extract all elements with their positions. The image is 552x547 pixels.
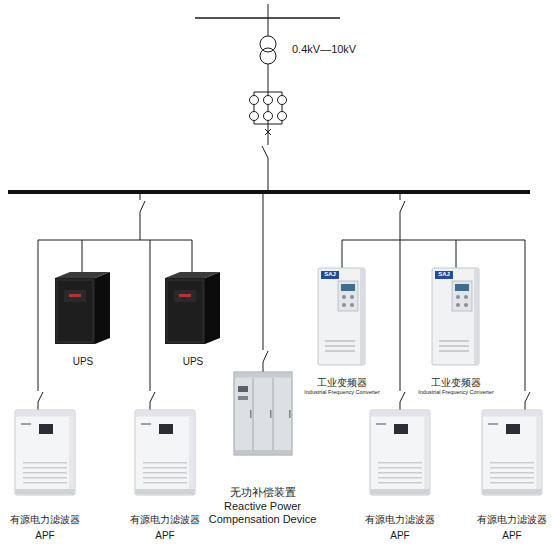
- brand-logo: SAJ: [321, 271, 339, 278]
- voltage-label: 0.4kV—10kV: [292, 43, 356, 56]
- compensation-node: 无功补偿装置Reactive Power Compensation Device: [200, 368, 325, 526]
- cabinet-handle: [250, 410, 252, 418]
- ups-node: UPS: [52, 270, 114, 368]
- wire: [82, 240, 83, 272]
- ups-illustration: [165, 272, 220, 344]
- wire: [268, 124, 269, 145]
- wiring: [8, 4, 530, 410]
- cabinet-plinth: [235, 450, 292, 455]
- breaker-cross: [265, 129, 271, 135]
- wire: [342, 240, 343, 268]
- drawout-contact: [250, 96, 259, 105]
- cabinet-handle: [289, 410, 291, 418]
- transformer-winding: [260, 48, 276, 64]
- device-subtitle: APF: [35, 530, 54, 542]
- converter-illustration: [318, 268, 365, 365]
- device-subtitle: APF: [155, 530, 174, 542]
- wire: [268, 64, 269, 92]
- device-subtitle: APF: [390, 530, 409, 542]
- wire: [263, 194, 264, 350]
- brand-logo: SAJ: [435, 271, 453, 278]
- drawout-contact: [264, 96, 273, 105]
- switch-blade: [150, 392, 155, 402]
- device-label: 无功补偿装置: [230, 486, 296, 499]
- wire: [400, 402, 401, 410]
- breaker-cross: [265, 129, 271, 135]
- wire: [400, 240, 401, 391]
- apf-illustration: [370, 410, 430, 495]
- apf-node: 有源电力滤波器 APF: [5, 405, 85, 542]
- device-subtitle: APF: [502, 530, 521, 542]
- apf-node: 有源电力滤波器 APF: [360, 405, 440, 542]
- apf-illustration: [482, 410, 542, 495]
- wire: [263, 362, 264, 372]
- drawout-contact: [250, 112, 259, 121]
- wire: [38, 402, 39, 410]
- cabinet-meter: [238, 396, 248, 400]
- cabinet-door-seam: [253, 378, 254, 455]
- wire: [38, 240, 39, 391]
- cabinet-top: [235, 373, 292, 378]
- device-label: 有源电力滤波器: [130, 514, 200, 526]
- wire: [268, 4, 269, 36]
- cabinet-door-seam: [273, 378, 274, 455]
- device-label: 工业变频器: [431, 377, 481, 389]
- switch-blade: [140, 201, 145, 212]
- wire: [192, 240, 193, 272]
- device-label: 有源电力滤波器: [477, 514, 547, 526]
- compensation-cabinet: [234, 372, 292, 455]
- drawout-contact: [278, 96, 287, 105]
- wire: [150, 402, 151, 410]
- main-bus: [8, 190, 530, 194]
- branch-bus: [342, 240, 525, 241]
- switch-blade: [525, 392, 530, 402]
- cabinet-body: [234, 372, 292, 455]
- device-label: UPS: [73, 356, 94, 368]
- converter-illustration: [432, 268, 479, 365]
- wire: [525, 240, 526, 391]
- device-label: 有源电力滤波器: [10, 514, 80, 526]
- apf-node: 有源电力滤波器 APF: [472, 405, 552, 542]
- ups-illustration: [55, 272, 110, 344]
- apf-illustration: [135, 410, 195, 495]
- transformer-winding: [260, 36, 276, 52]
- wire: [400, 212, 401, 240]
- apf-node: 有源电力滤波器 APF: [125, 405, 205, 542]
- switch-blade: [38, 392, 43, 402]
- wire: [400, 194, 401, 200]
- drawout-contact: [278, 112, 287, 121]
- converter-node: 工业变频器Industrial Frequency Converter: [295, 264, 389, 396]
- device-subtitle: Industrial Frequency Converter: [304, 389, 380, 396]
- wire: [140, 194, 141, 200]
- device-label: 有源电力滤波器: [365, 514, 435, 526]
- wire: [525, 402, 526, 410]
- drawout-contact: [264, 112, 273, 121]
- wire: [268, 158, 269, 190]
- switch-blade: [263, 351, 268, 362]
- wire: [456, 240, 457, 268]
- cabinet-handle: [270, 410, 272, 418]
- wire: [150, 240, 151, 391]
- switch-blade: [262, 146, 268, 158]
- branch-bus: [38, 240, 192, 241]
- device-subtitle: Industrial Frequency Converter: [418, 389, 494, 396]
- device-subtitle: Reactive Power Compensation Device: [200, 500, 325, 526]
- converter-node: 工业变频器Industrial Frequency Converter: [409, 264, 503, 396]
- switch-blade: [400, 392, 405, 402]
- device-label: UPS: [183, 356, 204, 368]
- device-label: 工业变频器: [317, 377, 367, 389]
- switch-blade: [400, 201, 405, 212]
- apf-illustration: [15, 410, 75, 495]
- wire: [140, 212, 141, 240]
- ups-node: UPS: [162, 270, 224, 368]
- cabinet-meter: [238, 386, 248, 392]
